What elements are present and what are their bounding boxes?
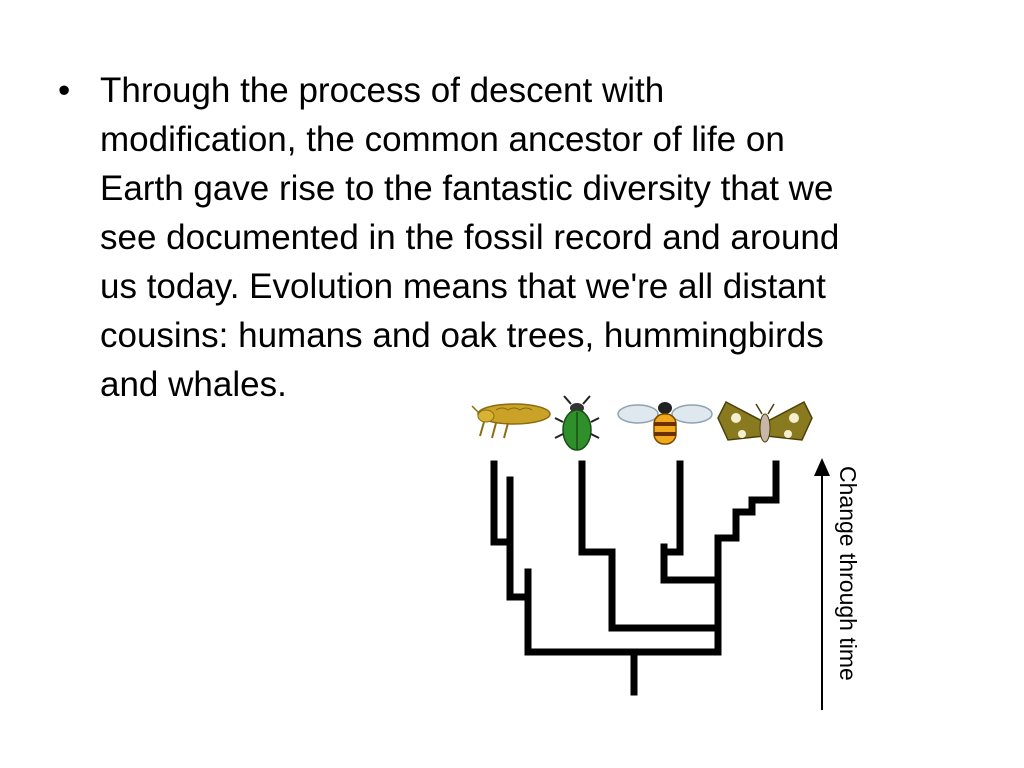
phylogenetic-tree-diagram: Change through time bbox=[471, 395, 861, 710]
bullet-text: Through the process of descent with modi… bbox=[100, 66, 960, 409]
tree-branch bbox=[524, 624, 722, 656]
bullet-line: cousins: humans and oak trees, hummingbi… bbox=[100, 316, 824, 355]
bullet-line: us today. Evolution means that we're all… bbox=[100, 267, 826, 306]
time-arrow bbox=[814, 458, 830, 710]
flea-icon bbox=[471, 403, 551, 439]
tree-branch bbox=[660, 460, 684, 556]
beetle-icon bbox=[554, 395, 600, 451]
bullet-line: Through the process of descent with bbox=[100, 71, 665, 110]
phylogeny-figure: Change through time bbox=[466, 392, 876, 722]
bee-icon bbox=[617, 402, 713, 445]
time-arrow-label: Change through time bbox=[835, 466, 861, 681]
bullet-line: modification, the common ancestor of lif… bbox=[100, 120, 785, 159]
bullet-line: see documented in the fossil record and … bbox=[100, 218, 840, 257]
tree-branch bbox=[660, 460, 780, 584]
tree-branch bbox=[578, 460, 616, 632]
moth-icon bbox=[717, 400, 813, 443]
tree-branches bbox=[490, 460, 780, 696]
tree-branch bbox=[608, 576, 722, 632]
bullet-line: and whales. bbox=[100, 365, 287, 404]
bullet-line: Earth gave rise to the fantastic diversi… bbox=[100, 169, 834, 208]
bullet-marker: • bbox=[58, 71, 71, 110]
